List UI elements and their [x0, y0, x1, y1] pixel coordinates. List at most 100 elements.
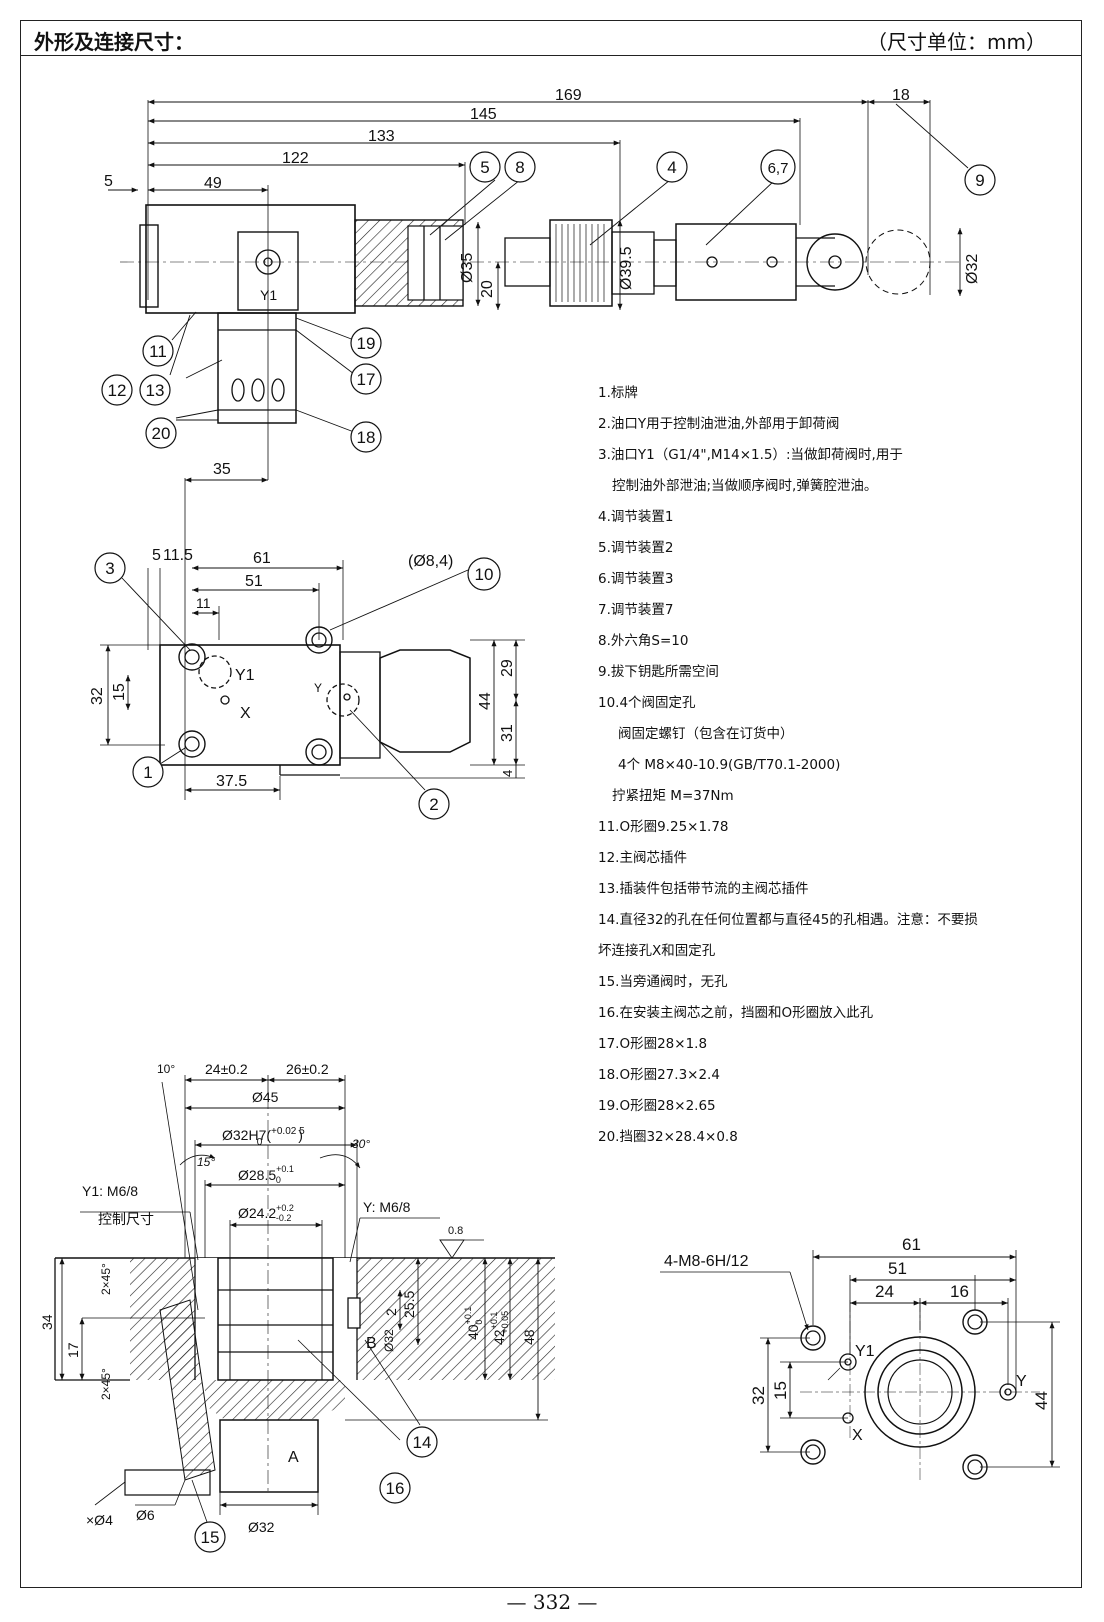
y1-thread: Y1: M6/8: [82, 1183, 138, 1199]
tol-42: 42+0.1+0.05: [489, 1311, 510, 1345]
section-view-balloons: 14 16 15: [194, 1426, 438, 1553]
dim-25-5: 25.5: [401, 1291, 417, 1318]
note-item: 拧紧扭矩 M=37Nm: [612, 788, 734, 804]
top-view-leaders: [169, 103, 969, 433]
dim-5: 5: [152, 547, 161, 564]
svg-text:2: 2: [429, 795, 438, 814]
note-item: 1.标牌: [598, 385, 638, 401]
interface-view-text: 4-M8-6H/12 61 51 24 16 32 15 44 Y1 X Y: [664, 1235, 1051, 1444]
dim-133: 133: [368, 128, 395, 145]
balloon-3: 3: [94, 552, 126, 584]
dim-32: 32: [89, 687, 106, 705]
dim-35: 35: [213, 461, 231, 478]
note-item: 19.O形圈28×2.65: [598, 1098, 716, 1114]
note-item: 12.主阀芯插件: [598, 850, 687, 866]
section-view-text: 10° 24±0.2 26±0.2 Ø45 15° 30° Y1: M6/8 控…: [39, 1061, 537, 1535]
tol-40: 40+0.10: [463, 1307, 484, 1340]
dim-24-b: 24: [875, 1282, 894, 1301]
balloon-11: 11: [142, 335, 174, 367]
balloon-14: 14: [406, 1426, 438, 1458]
svg-text:1: 1: [143, 763, 152, 782]
dim-4: 4: [500, 770, 515, 777]
dim-d45: Ø45: [252, 1089, 279, 1105]
svg-text:17: 17: [357, 370, 376, 389]
note-item: 控制油外部泄油;当做顺序阀时,弹簧腔泄油。: [612, 478, 878, 494]
dim-44: 44: [477, 692, 494, 710]
interface-view: [660, 1250, 1060, 1480]
dim-145: 145: [470, 106, 497, 123]
angle-10: 10°: [157, 1062, 175, 1076]
note-item: 17.O形圈28×1.8: [598, 1036, 708, 1052]
label-x-b: X: [852, 1427, 863, 1444]
dim-61: 61: [253, 550, 271, 567]
port-a: A: [288, 1449, 299, 1466]
svg-text:11: 11: [149, 342, 167, 361]
note-item: 13.插装件包括带节流的主阀芯插件: [598, 881, 809, 897]
dim-18: 18: [892, 87, 910, 104]
plan-view-text: 35 5 11.5 61 51 11 32 15 29 44 31 4 37.5…: [89, 461, 516, 790]
balloon-1: 1: [132, 756, 164, 788]
header-bar: 外形及连接尺寸： （尺寸单位：mm）: [20, 20, 1082, 56]
top-view-balloons: 5 8 4 6,7 9 11 12 13 19 17 20 18: [101, 149, 996, 453]
page-frame: [20, 20, 1082, 1588]
dim-20: 20: [479, 280, 496, 298]
hole-label: (Ø8,4): [408, 553, 453, 570]
balloon-18: 18: [350, 421, 382, 453]
dim-169: 169: [555, 87, 582, 104]
svg-text:5: 5: [480, 158, 489, 177]
svg-text:8: 8: [515, 158, 524, 177]
note-item: 7.调节装置7: [598, 602, 674, 618]
y-thread: Y: M6/8: [363, 1199, 411, 1215]
dim-34: 34: [39, 1314, 55, 1330]
plan-view: [100, 477, 525, 800]
dim-d32: Ø32: [964, 254, 981, 284]
dim-11-5: 11.5: [163, 547, 193, 564]
note-item: 10.4个阀固定孔: [598, 695, 696, 711]
note-item: 9.拔下钥匙所需空间: [598, 664, 719, 680]
label-y-b: Y: [1016, 1373, 1027, 1390]
svg-text:12: 12: [108, 381, 127, 400]
label-y1-b: Y1: [855, 1343, 875, 1360]
note-item: 阀固定螺钉（包含在订货中）: [618, 726, 794, 742]
note-item: 11.O形圈9.25×1.78: [598, 819, 729, 835]
balloon-17: 17: [350, 363, 382, 395]
note-item: 20.挡圈32×28.4×0.8: [598, 1129, 738, 1145]
label-y1: Y1: [235, 667, 255, 684]
note-item: 18.O形圈27.3×2.4: [598, 1067, 720, 1083]
port-label-y1: Y1: [260, 287, 277, 303]
dim-37-5: 37.5: [216, 773, 247, 790]
note-item: 16.在安装主阀芯之前，挡圈和O形圈放入此孔: [598, 1005, 874, 1021]
dim-51: 51: [245, 573, 263, 590]
balloon-15: 15: [194, 1521, 226, 1553]
dim-15: 15: [111, 683, 128, 701]
dim-24: 24±0.2: [205, 1061, 248, 1077]
dim-d32-a: Ø32: [248, 1519, 275, 1535]
svg-text:19: 19: [357, 334, 376, 353]
dim-31: 31: [499, 724, 516, 742]
dim-122: 122: [282, 150, 309, 167]
angle-30: 30°: [352, 1137, 370, 1151]
hole-d6: Ø6: [136, 1507, 155, 1523]
hole-d4: ×Ø4: [86, 1512, 113, 1528]
top-view: [108, 99, 963, 480]
svg-text:4: 4: [667, 158, 676, 177]
dim-51-b: 51: [888, 1259, 907, 1278]
page-number: — 332 —: [506, 1590, 598, 1614]
svg-text:16: 16: [386, 1479, 405, 1498]
balloon-16: 16: [379, 1472, 411, 1504]
dim-17: 17: [65, 1342, 81, 1358]
thread-spec: 4-M8-6H/12: [664, 1253, 749, 1270]
note-item: 15.当旁通阀时，无孔: [598, 974, 728, 990]
balloon-5: 5: [469, 151, 501, 183]
note-item: 坏连接孔X和固定孔: [598, 943, 716, 959]
svg-text:14: 14: [413, 1433, 432, 1452]
top-view-text: 169 145 133 122 49 5 18 Ø35 Ø39.5 Ø32 20…: [104, 87, 981, 303]
svg-text:15: 15: [201, 1528, 220, 1547]
balloon-19: 19: [350, 327, 382, 359]
svg-text:3: 3: [105, 559, 114, 578]
dim-44-b: 44: [1032, 1391, 1051, 1410]
note-item: 14.直径32的孔在任何位置都与直径45的孔相遇。注意：不要损: [598, 912, 978, 928]
dim-15-b: 15: [771, 1381, 790, 1400]
